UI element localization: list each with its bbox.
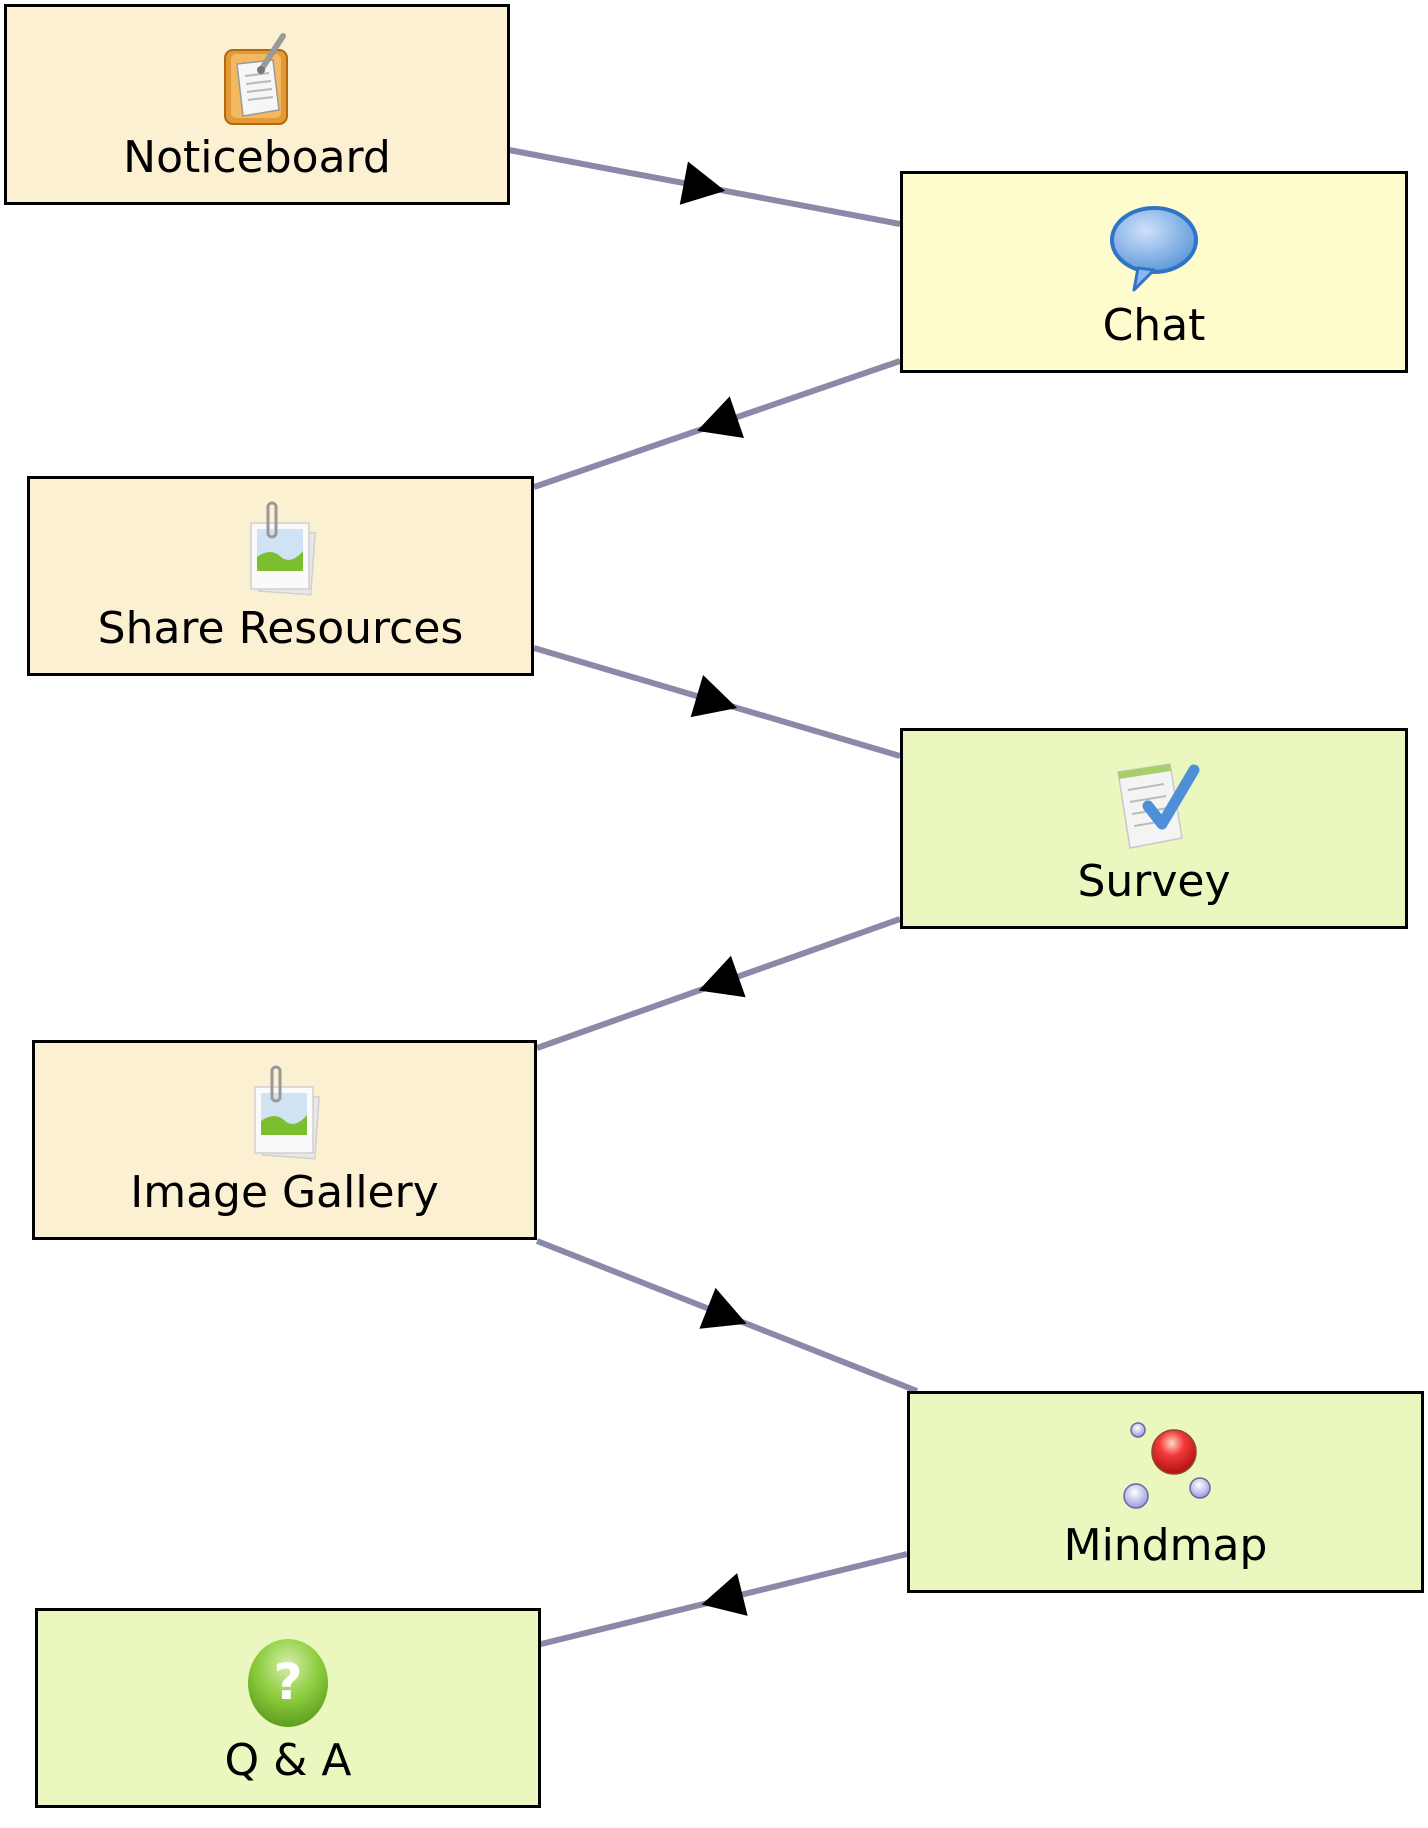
node-image-gallery[interactable]: Image Gallery [32,1040,537,1240]
edge-share-resources-to-survey [533,645,901,759]
question-mark-icon: ? [248,1639,328,1727]
node-label: Mindmap [1063,1520,1268,1571]
share-resources-icon [249,501,316,596]
arrowhead-icon [699,1287,747,1329]
arrowhead-icon [698,955,746,998]
edge-noticeboard-to-chat [508,147,901,227]
edge-image-gallery-to-mindmap [535,1238,919,1394]
survey-checklist-icon [1117,763,1200,849]
chat-bubble-icon [1110,206,1198,292]
node-label: Noticeboard [123,132,391,183]
edge-survey-to-image-gallery [535,916,902,1051]
node-label: Chat [1102,300,1206,351]
node-survey[interactable]: Survey [900,728,1408,929]
node-label: Image Gallery [130,1167,439,1218]
arrowhead-icon [679,161,726,205]
arrowhead-icon [697,396,745,438]
image-gallery-icon [253,1065,320,1160]
node-noticeboard[interactable]: Noticeboard [4,4,510,205]
node-label: Survey [1077,856,1231,907]
edge-chat-to-share-resources [533,358,901,490]
edge-mindmap-to-qa [536,1551,908,1648]
node-qa[interactable]: ? Q & A [35,1608,541,1808]
node-label: Q & A [224,1735,352,1786]
node-chat[interactable]: Chat [900,171,1408,373]
mindmap-icon [1122,1422,1211,1509]
node-share-resources[interactable]: Share Resources [27,476,534,676]
node-label: Share Resources [97,603,464,654]
arrowhead-icon [690,674,738,718]
noticeboard-icon [224,33,288,125]
arrowhead-icon [701,1573,748,1616]
svg-text:?: ? [273,1653,302,1711]
node-mindmap[interactable]: Mindmap [907,1391,1424,1593]
